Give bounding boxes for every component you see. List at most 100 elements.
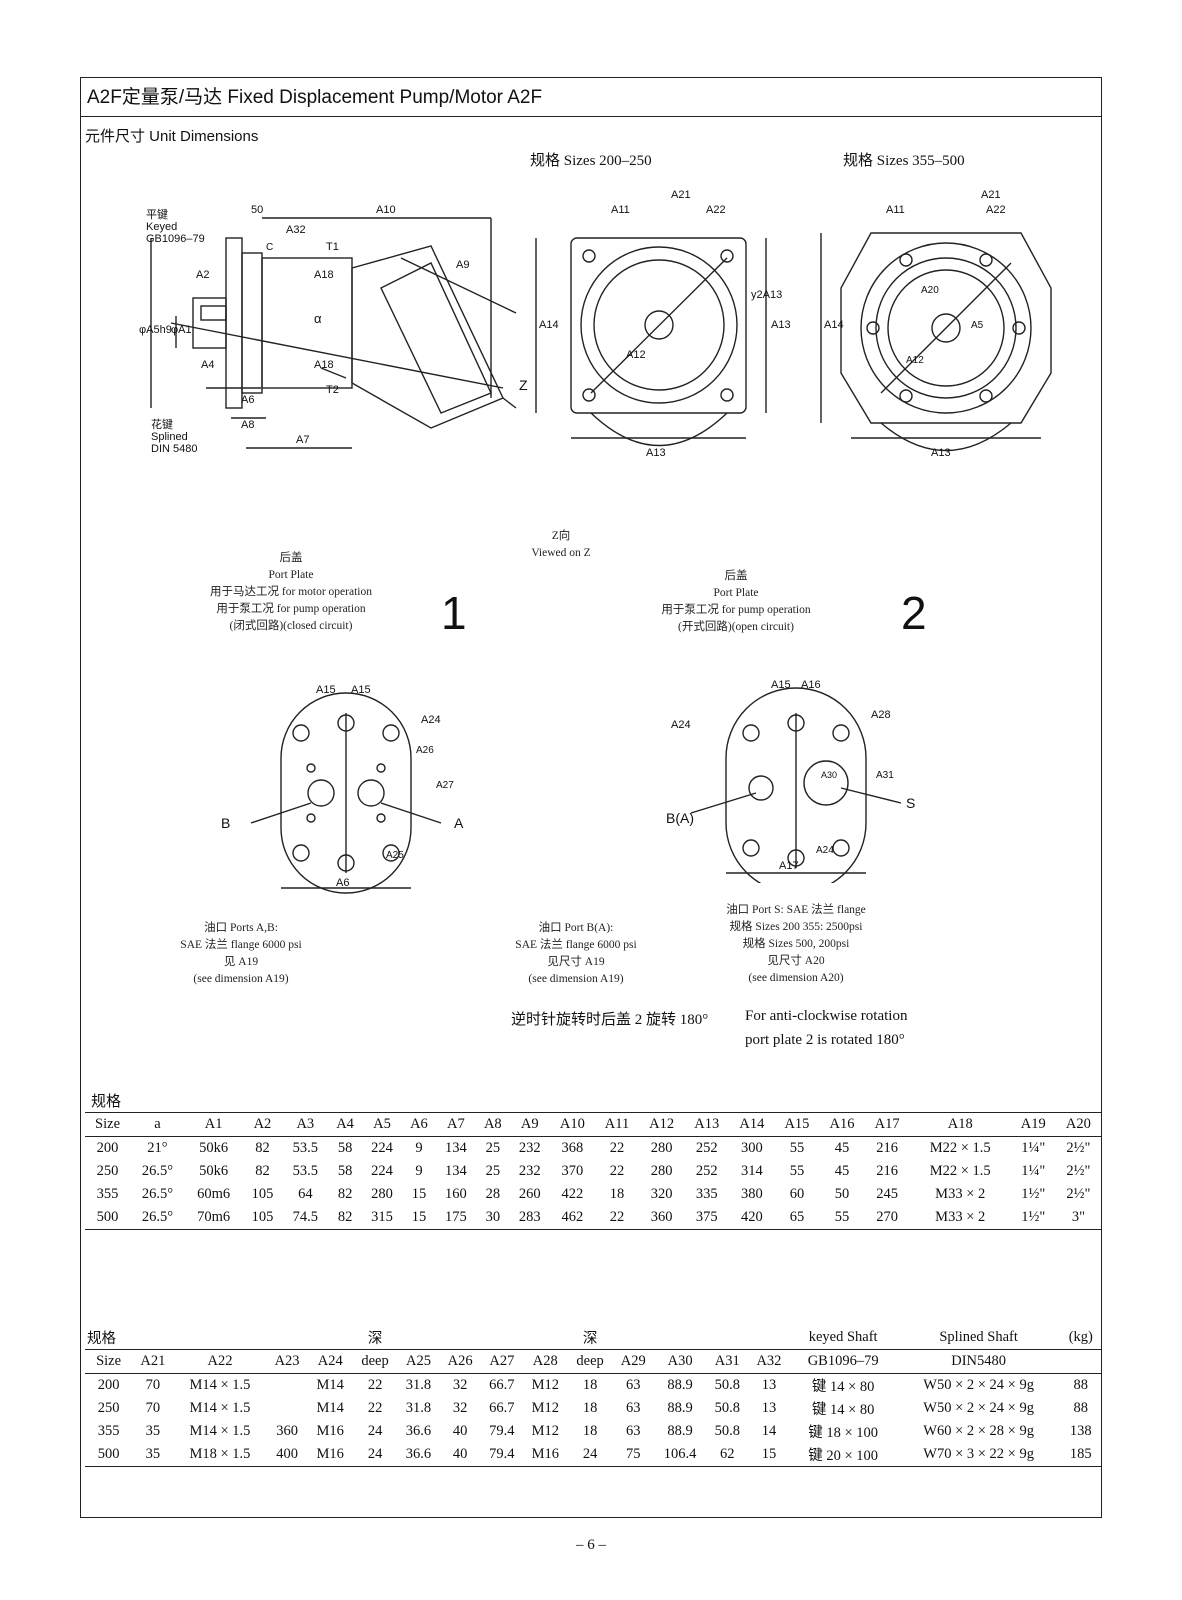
dim-label: A7	[296, 434, 309, 446]
rotation-note-cn: 逆时针旋转时后盖 2 旋转 180°	[511, 1012, 709, 1028]
table-cell: M14	[316, 1400, 344, 1416]
dim-label: A17	[779, 860, 799, 872]
table-cell: 355	[97, 1423, 120, 1439]
column-header: A2	[242, 1112, 283, 1137]
page-number: – 6 –	[576, 1537, 606, 1553]
column-header: DIN5480	[896, 1349, 1061, 1374]
table-cell: 60m6	[197, 1186, 231, 1202]
dim-label: A25	[386, 850, 404, 861]
table-cell: 60	[789, 1186, 805, 1202]
dim-label: α	[314, 311, 322, 326]
table-cell: 24	[367, 1423, 383, 1439]
table2-super-row: 规格 深 深 keyed Shaft Splined Shaft (kg)	[87, 1329, 1093, 1347]
port-plate-2-caption: 后盖 Port Plate 用于泵工况 for pump operation (…	[661, 570, 811, 633]
column-header: A22	[173, 1349, 267, 1374]
table-cell: 400	[266, 1443, 308, 1467]
dim-label: A13	[931, 447, 951, 459]
table-cell: 185	[1060, 1443, 1101, 1467]
table-cell: 1¼"	[1021, 1163, 1046, 1179]
table-cell: 138	[1069, 1423, 1092, 1439]
table-cell: 368	[561, 1140, 584, 1156]
table-cell: 105	[242, 1206, 283, 1230]
table-cell: 82	[255, 1163, 270, 1179]
table-cell: 24	[352, 1443, 398, 1467]
port-s-label: S	[906, 795, 915, 811]
table-cell: W50 × 2 × 24 × 9g	[923, 1377, 1034, 1393]
table-cell: 58	[337, 1163, 353, 1179]
table-cell: 105	[251, 1186, 274, 1202]
front-view-sizes-200-250: A11 A21 A22 y2A13 A13 A14 A12 A13	[535, 189, 791, 459]
dim-label: 50	[251, 204, 263, 216]
table-cell: 22	[367, 1377, 383, 1393]
dim-label: A8	[241, 419, 254, 431]
column-header: A6	[402, 1112, 436, 1137]
table-cell	[266, 1397, 307, 1420]
table-cell: M12	[531, 1377, 559, 1393]
table-cell: 175	[435, 1206, 476, 1230]
table-cell: M12	[531, 1423, 559, 1439]
table-cell: 50.8	[714, 1400, 740, 1416]
table-cell: 45	[834, 1163, 850, 1179]
dim-label: A26	[416, 745, 434, 756]
table-cell: 2½"	[1066, 1140, 1091, 1156]
table-cell: 462	[549, 1206, 595, 1230]
column-header: A16	[819, 1112, 865, 1137]
table-cell: 3"	[1055, 1206, 1101, 1230]
table-cell: 键 18 × 100	[808, 1425, 879, 1441]
column-header: A11	[594, 1112, 640, 1137]
table-cell: 82	[255, 1140, 270, 1156]
table-cell: 15	[748, 1443, 790, 1467]
table-cell: 18	[609, 1186, 625, 1202]
table-cell: W70 × 3 × 22 × 9g	[896, 1443, 1061, 1467]
table-cell: 375	[684, 1206, 730, 1230]
table-cell: 260	[518, 1186, 541, 1202]
table1-caption: 规格	[91, 1094, 122, 1110]
table-cell: 55	[789, 1163, 805, 1179]
port-b-a-label: B(A)	[666, 810, 694, 826]
rotation-note-en: For anti-clockwise rotation	[745, 1008, 908, 1024]
table-cell: 63	[625, 1400, 641, 1416]
table-cell: 66.7	[489, 1400, 515, 1416]
label-splined: DIN 5480	[151, 443, 197, 455]
table-cell: M33 × 2	[909, 1206, 1011, 1230]
table-cell: 15	[411, 1186, 427, 1202]
table-cell: 370	[561, 1163, 584, 1179]
label-keyed: Keyed	[146, 221, 177, 233]
table-cell: 70	[145, 1400, 161, 1416]
table-cell: 70m6	[184, 1206, 243, 1230]
table-cell: 50.8	[714, 1377, 740, 1393]
table-cell: 9	[415, 1140, 423, 1156]
dim-label: A21	[981, 189, 1001, 201]
table-cell: 232	[518, 1163, 541, 1179]
column-header: A27	[480, 1349, 523, 1374]
column-header	[1060, 1349, 1101, 1374]
dim-label: A18	[314, 359, 334, 371]
dim-label: A11	[611, 204, 630, 216]
table-cell: 24	[567, 1443, 613, 1467]
table-cell: 360	[276, 1423, 298, 1439]
table-cell: 25	[485, 1140, 501, 1156]
table-cell: 315	[361, 1206, 403, 1230]
dim-label: A31	[876, 770, 894, 781]
table-cell: 88.9	[667, 1400, 693, 1416]
column-header: Size	[85, 1112, 131, 1137]
dim-label: A28	[871, 709, 891, 721]
rotation-note-en: port plate 2 is rotated 180°	[745, 1032, 905, 1048]
port-b-label: B	[221, 815, 230, 831]
port-s-note: 油口 Port S: SAE 法兰 flange 规格 Sizes 200 35…	[726, 904, 866, 984]
dim-label: A20	[921, 285, 939, 296]
port-plate-1-number: 1	[441, 587, 467, 639]
table-cell: 224	[371, 1140, 393, 1156]
dim-label: A21	[671, 189, 691, 201]
table-cell: M18 × 1.5	[173, 1443, 267, 1467]
column-header: A18	[909, 1112, 1011, 1137]
table-cell: 216	[876, 1140, 899, 1156]
table-cell: 63	[625, 1423, 641, 1439]
table-cell: 82	[328, 1206, 362, 1230]
table-cell: 232	[518, 1140, 541, 1156]
table-cell: 79.4	[489, 1423, 515, 1439]
table-cell: 1½"	[1010, 1206, 1056, 1230]
table-cell: 250	[96, 1163, 119, 1179]
